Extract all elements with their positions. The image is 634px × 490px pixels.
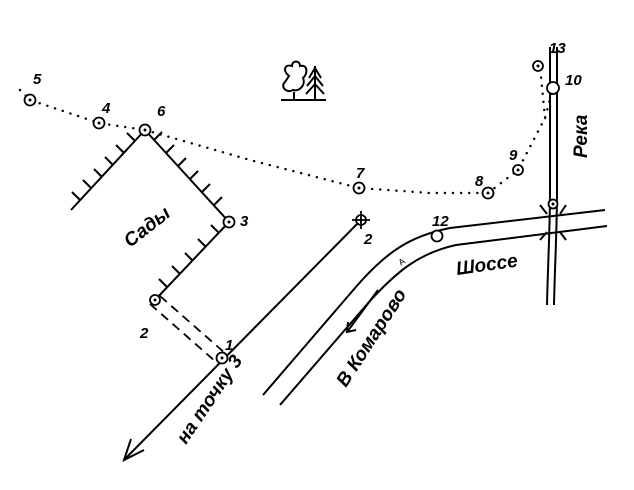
- gardens-label: Сады: [120, 203, 174, 252]
- route-segment-8-9-10: [486, 86, 555, 195]
- highway-edge-upper: [262, 209, 606, 396]
- road-marker-label: А: [396, 256, 407, 268]
- point-4-label: 4: [101, 100, 111, 117]
- route-segment-6-7-8: [143, 128, 490, 195]
- control-point-centers: [28, 64, 555, 360]
- bridge-marks: [539, 204, 567, 241]
- highway-label: Шоссе: [455, 250, 520, 279]
- river-label: Река: [571, 114, 592, 158]
- bearing-line: [122, 219, 362, 462]
- point-5-label: 5: [33, 71, 42, 88]
- point-7-label: 7: [356, 165, 365, 182]
- bearing-arrowhead: [122, 438, 145, 462]
- mixed-forest-icon: [281, 60, 326, 101]
- conifer-tree-icon: [305, 66, 325, 100]
- point-10-marker: [546, 81, 560, 95]
- route-segment-5-4-6: [18, 88, 147, 132]
- route-segment-9-13: [538, 64, 547, 120]
- komarovo-arrow: [345, 289, 379, 334]
- point-9-label: 9: [509, 147, 518, 164]
- point-2-right-label: 2: [363, 231, 373, 248]
- gardens-hatch-right-upper: [153, 131, 223, 206]
- gardens-hatch-right-lower: [158, 224, 220, 288]
- river-bank-left: [546, 47, 551, 306]
- point-2-left-label: 2: [139, 325, 149, 342]
- bearing-line-main: [123, 219, 362, 461]
- gardens-hatch-left: [70, 129, 146, 211]
- point-12-label: 12: [432, 213, 449, 230]
- river-bank-right: [553, 47, 558, 306]
- dotted-route: [18, 64, 555, 195]
- point-10-label: 10: [565, 72, 582, 89]
- point-12-marker: [430, 229, 444, 243]
- point-13-label: 13: [549, 40, 566, 57]
- river: [539, 47, 567, 306]
- point-1-label: 1: [225, 337, 233, 354]
- gardens-boundary: [70, 129, 231, 301]
- dashed-path-2-1: [149, 295, 227, 363]
- point-3-label: 3: [240, 213, 249, 230]
- deciduous-tree-icon: [282, 60, 308, 100]
- point-6-label: 6: [157, 103, 166, 120]
- point-8-label: 8: [475, 173, 484, 190]
